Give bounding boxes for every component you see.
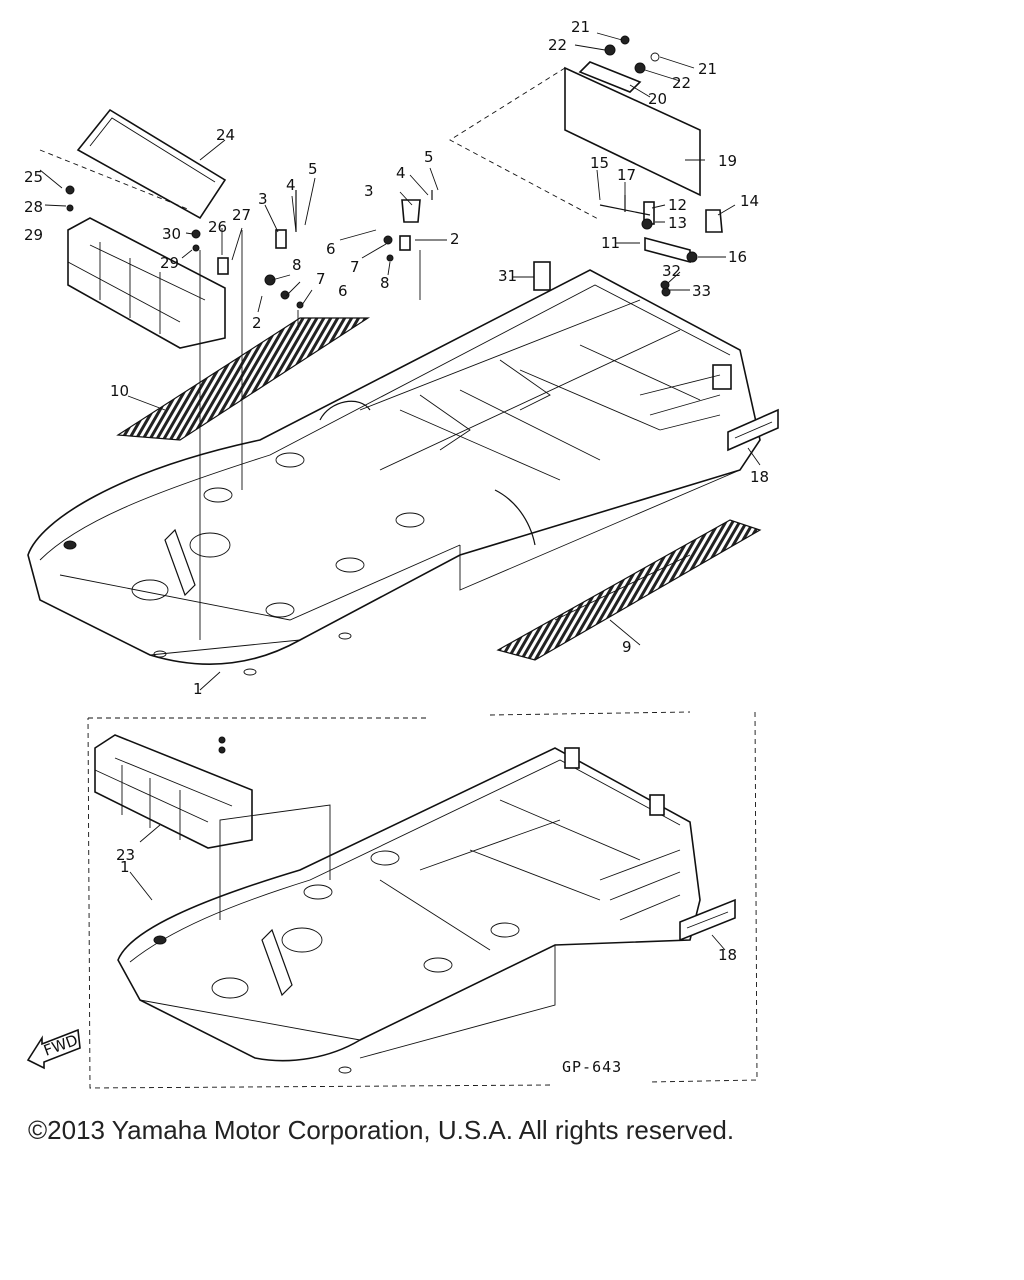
callout-11: 11 <box>601 234 620 252</box>
callout-4a: 4 <box>286 176 296 194</box>
callout-21a: 21 <box>571 18 590 36</box>
callout-32: 32 <box>662 262 681 280</box>
bracket-20 <box>578 61 642 93</box>
callout-22b: 22 <box>672 74 691 92</box>
forward-arrow-icon: FWD <box>26 1028 81 1070</box>
cover-plate-19 <box>564 66 701 197</box>
callout-8b: 8 <box>380 274 390 292</box>
callout-3a: 3 <box>258 190 268 208</box>
callout-13: 13 <box>668 214 687 232</box>
callout-7a: 7 <box>316 270 326 288</box>
callout-8a: 8 <box>292 256 302 274</box>
callout-14: 14 <box>740 192 759 210</box>
callout-18b: 18 <box>718 946 737 964</box>
storage-box-top <box>67 217 226 349</box>
callout-22a: 22 <box>548 36 567 54</box>
callouts-top: 21 22 21 22 20 19 24 25 28 29 30 29 26 2… <box>24 18 769 698</box>
callout-31: 31 <box>498 267 517 285</box>
callout-30: 30 <box>162 225 181 243</box>
footrest-mat-9 <box>496 519 762 661</box>
drawing-code: GP-643 <box>562 1058 622 1076</box>
callout-5b: 5 <box>424 148 434 166</box>
callout-6a: 6 <box>338 282 348 300</box>
copyright-notice: ©2013 Yamaha Motor Corporation, U.S.A. A… <box>28 1115 735 1145</box>
storage-box-23 <box>94 734 253 849</box>
callout-27: 27 <box>232 206 251 224</box>
callout-1b: 1 <box>120 858 130 876</box>
exploded-parts-diagram: 21 22 21 22 20 19 24 25 28 29 30 29 26 2… <box>24 18 779 1089</box>
callout-10: 10 <box>110 382 129 400</box>
badge-18-bottom <box>679 898 736 942</box>
hull-bottom <box>117 747 701 1074</box>
callout-29a: 29 <box>24 226 43 244</box>
hull-top <box>27 269 761 676</box>
leader-lines-top <box>39 32 761 691</box>
callout-2a: 2 <box>252 314 262 332</box>
callout-28: 28 <box>24 198 43 216</box>
callout-3b: 3 <box>364 182 374 200</box>
callout-19: 19 <box>718 152 737 170</box>
variant-frame <box>87 711 758 1089</box>
callout-2b: 2 <box>450 230 460 248</box>
callout-26: 26 <box>208 218 227 236</box>
callout-23: 23 <box>116 846 135 864</box>
callout-5a: 5 <box>308 160 318 178</box>
callout-15: 15 <box>590 154 609 172</box>
callout-24: 24 <box>216 126 235 144</box>
callout-29b: 29 <box>160 254 179 272</box>
callout-4b: 4 <box>396 164 406 182</box>
callout-18a: 18 <box>750 468 769 486</box>
callout-6b: 6 <box>326 240 336 258</box>
callout-25: 25 <box>24 168 43 186</box>
callout-33: 33 <box>692 282 711 300</box>
callouts-bottom: 23 1 18 <box>116 846 737 964</box>
callout-20: 20 <box>648 90 667 108</box>
callout-1a: 1 <box>193 680 203 698</box>
hardware <box>65 35 723 309</box>
callout-7b: 7 <box>350 258 360 276</box>
footrest-mat-10 <box>116 317 371 441</box>
callout-16: 16 <box>728 248 747 266</box>
callout-17: 17 <box>617 166 636 184</box>
storage-lid-24 <box>76 108 227 220</box>
callout-9: 9 <box>622 638 632 656</box>
callout-21b: 21 <box>698 60 717 78</box>
callout-12: 12 <box>668 196 687 214</box>
badge-18-top <box>727 408 779 452</box>
